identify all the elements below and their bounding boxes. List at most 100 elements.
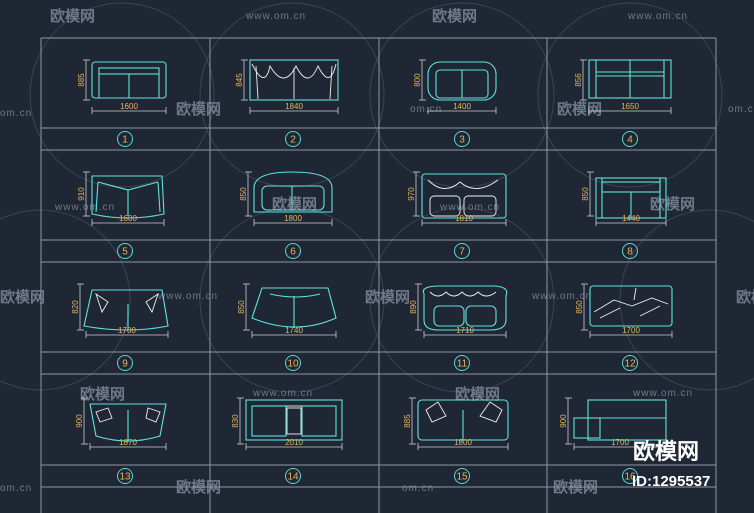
sofa-index-number: 1	[122, 135, 128, 146]
watermark-arc	[369, 207, 555, 393]
sofa-drawing-15	[417, 399, 509, 441]
sofa-index-number: 12	[624, 359, 636, 370]
watermark-logo: 欧模网	[272, 195, 317, 213]
sofa-drawing-4	[588, 59, 672, 99]
svg-text:欧模网: 欧模网	[50, 7, 95, 25]
watermark-url: om.cn	[0, 108, 32, 119]
width-dimension-value: 1800	[284, 214, 302, 223]
watermark-url: www.om.cn	[531, 291, 592, 302]
sofa-index-number: 15	[456, 472, 468, 483]
sofa-drawing-11	[422, 285, 508, 331]
sofa-index-number: 2	[290, 135, 296, 146]
width-dimension-value: 1710	[456, 326, 474, 335]
svg-text:欧模网: 欧模网	[80, 385, 125, 403]
watermark-url: www.om.cn	[245, 11, 306, 22]
width-dimension-value: 1600	[120, 102, 138, 111]
width-dimension-value: 1700	[611, 438, 629, 447]
width-dimension-value: 1700	[118, 326, 136, 335]
sofa-drawing-5	[91, 175, 165, 219]
watermark-logo: 欧模网	[432, 7, 477, 25]
svg-text:欧模网: 欧模网	[557, 100, 602, 118]
depth-dimension-value: 900	[559, 414, 568, 428]
sofa-drawing-3	[427, 61, 497, 101]
depth-dimension-value: 850	[239, 187, 248, 201]
watermark-url: www.om.cn	[439, 202, 500, 213]
depth-dimension-value: 820	[71, 300, 80, 314]
depth-dimension-value: 850	[237, 300, 246, 314]
watermark-logo: 欧模网	[176, 100, 221, 118]
sofa-drawing-6	[253, 171, 333, 213]
watermark-logo: 欧模网	[557, 100, 602, 118]
watermark-url: www.om.cn	[627, 11, 688, 22]
depth-dimension-value: 885	[403, 414, 412, 428]
sofa-index-circle	[117, 131, 133, 147]
svg-text:欧模网: 欧模网	[455, 385, 500, 403]
sofa-index-circle	[285, 468, 301, 484]
watermark-arcs	[0, 2, 754, 393]
sofa-index-circle	[454, 243, 470, 259]
depth-dimension-value: 850	[575, 300, 584, 314]
sofa-drawing-1	[91, 61, 167, 99]
watermark-logo: 欧模网	[0, 288, 45, 306]
watermark-logo: 欧模网	[650, 195, 695, 213]
watermark-url: om.cn	[728, 104, 754, 115]
watermark-arc	[619, 209, 754, 391]
brand-name: 欧模网	[633, 439, 699, 464]
svg-text:欧模网: 欧模网	[272, 195, 317, 213]
sofa-index-circle	[622, 243, 638, 259]
watermark-logo: 欧模网	[50, 7, 95, 25]
svg-text:欧模网: 欧模网	[176, 100, 221, 118]
sofa-index-circle	[285, 243, 301, 259]
sofa-drawing-13	[89, 403, 167, 442]
svg-text:欧模网: 欧模网	[736, 288, 754, 306]
width-dimension-value: 1440	[622, 214, 640, 223]
drawing-grid	[40, 37, 717, 513]
sofa-index-number: 11	[457, 359, 468, 370]
depth-dimension-value: 970	[407, 187, 416, 201]
width-dimension-value: 1810	[455, 214, 473, 223]
width-dimension-value: 1870	[119, 438, 137, 447]
svg-text:欧模网: 欧模网	[0, 288, 45, 306]
watermark-logo: 欧模网	[365, 288, 410, 306]
watermark-url: www.om.cn	[54, 202, 115, 213]
width-dimension-value: 2010	[285, 438, 303, 447]
depth-dimension-value: 830	[231, 414, 240, 428]
svg-text:欧模网: 欧模网	[432, 7, 477, 25]
width-dimension-value: 1600	[119, 214, 137, 223]
sofa-index-number: 4	[627, 135, 633, 146]
depth-dimension-value: 900	[75, 414, 84, 428]
watermark-url: om.cn	[0, 483, 32, 494]
watermark-url: om.cn	[402, 483, 434, 494]
watermark-url: www.om.cn	[252, 388, 313, 399]
sofa-drawing-16	[573, 399, 667, 441]
watermark-url: www.om.cn	[632, 388, 693, 399]
sofa-shapes	[83, 59, 673, 442]
watermark-arc	[29, 2, 215, 188]
sofa-index-number: 5	[122, 247, 128, 258]
depth-dimension-value: 800	[413, 73, 422, 87]
width-dimension-value: 1700	[622, 326, 640, 335]
brand-overlay: 欧模网 ID:1295537	[632, 439, 710, 490]
sofa-index-number: 14	[287, 472, 299, 483]
watermark-arc	[0, 209, 131, 391]
width-dimension-value: 1400	[453, 102, 471, 111]
sofa-drawing-9	[83, 289, 169, 331]
sofa-drawing-7	[421, 173, 507, 219]
sofa-index-circle	[454, 131, 470, 147]
sofa-index-circle	[285, 355, 301, 371]
sofa-index-circle	[454, 355, 470, 371]
watermark-arc	[199, 2, 385, 188]
svg-text:欧模网: 欧模网	[650, 195, 695, 213]
sofa-index-number: 16	[624, 472, 636, 483]
dimension-labels: 1600885118408452140080031650856416009105…	[71, 59, 673, 484]
sofa-index-circle	[622, 468, 638, 484]
sofa-index-circle	[117, 243, 133, 259]
depth-dimension-value: 910	[77, 187, 86, 201]
watermark-logo: 欧模网	[736, 288, 754, 306]
sofa-index-number: 13	[119, 472, 131, 483]
sofa-index-circle	[117, 355, 133, 371]
sofa-index-number: 9	[122, 359, 128, 370]
width-dimension-value: 1740	[285, 326, 303, 335]
